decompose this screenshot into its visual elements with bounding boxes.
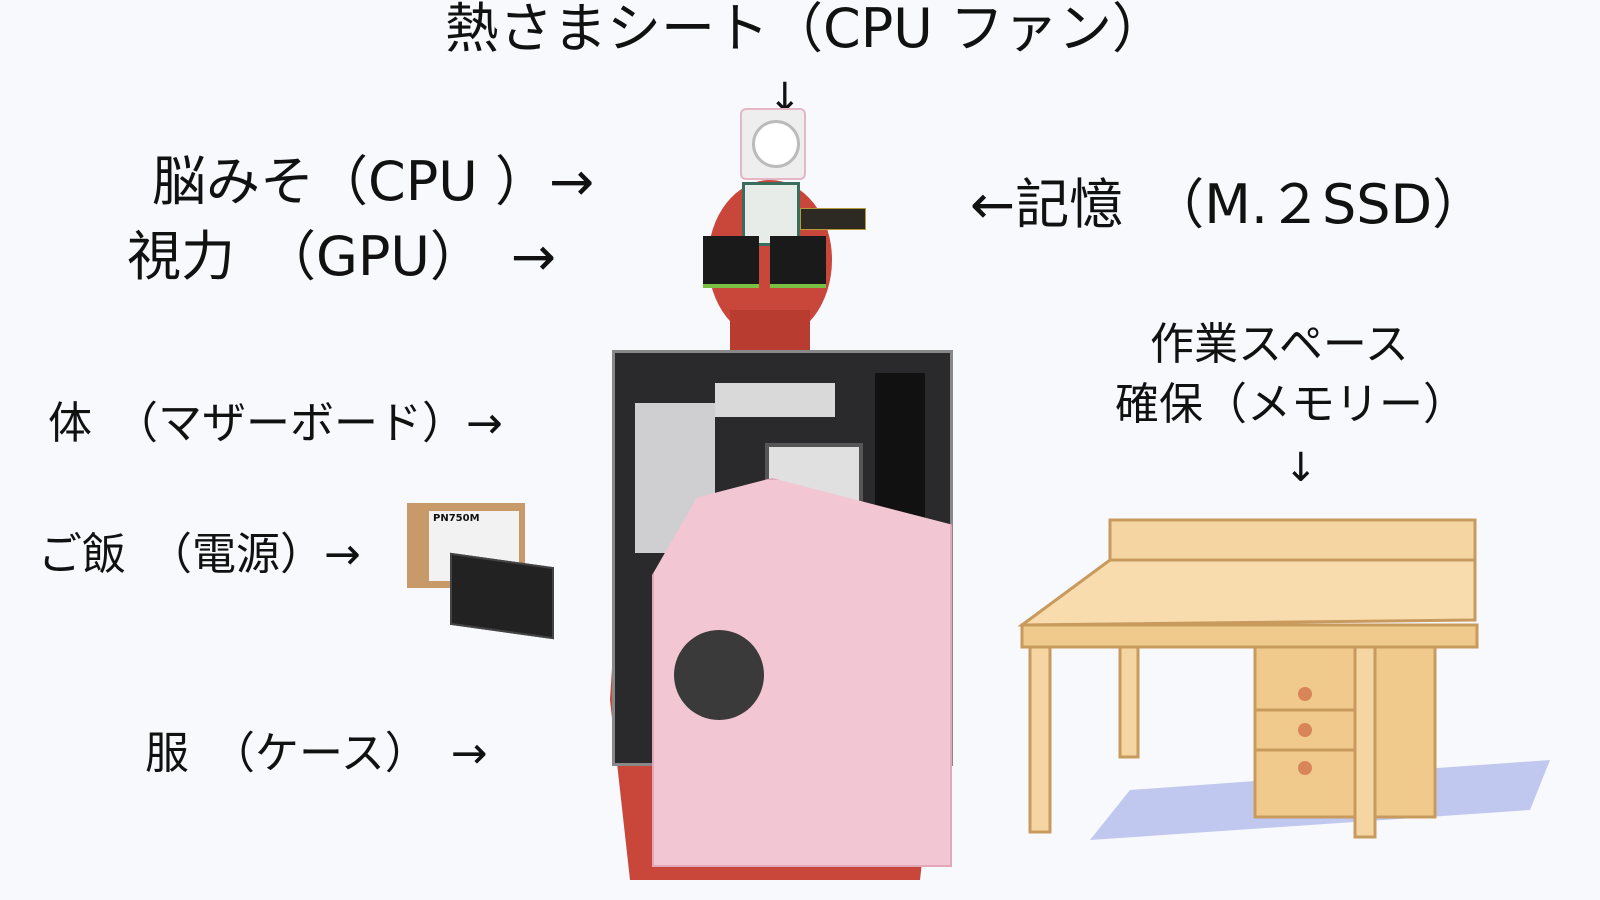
gpu-image-1	[703, 236, 759, 288]
motherboard-label: 体 （マザーボード）→	[48, 398, 503, 449]
memory-label-line1: 作業スペース	[1150, 319, 1409, 370]
cpu-label: 脳みそ（CPU ）→	[152, 150, 595, 213]
psu-unit-image	[450, 552, 554, 640]
gpu-label: 視力 （GPU） →	[127, 225, 557, 288]
ssd-label: ←記憶 （M.２SSD）	[970, 173, 1487, 236]
cpu-image	[742, 182, 800, 246]
psu-label: ご飯 （電源）→	[38, 529, 361, 580]
desk-image	[1017, 518, 1550, 840]
gpu-image-2	[770, 236, 826, 288]
memory-label-line2: 確保（メモリー）	[1115, 379, 1467, 430]
cpu-cooler-image	[740, 108, 806, 180]
m2-ssd-image	[800, 208, 866, 230]
psu-box-text: PN750M	[433, 513, 480, 524]
pc-case-image	[652, 478, 952, 867]
cpu-fan-label: 熱さまシート（CPU ファン）	[445, 0, 1166, 60]
case-label: 服 （ケース） →	[145, 728, 488, 779]
memory-arrow: ↓	[1284, 445, 1318, 491]
